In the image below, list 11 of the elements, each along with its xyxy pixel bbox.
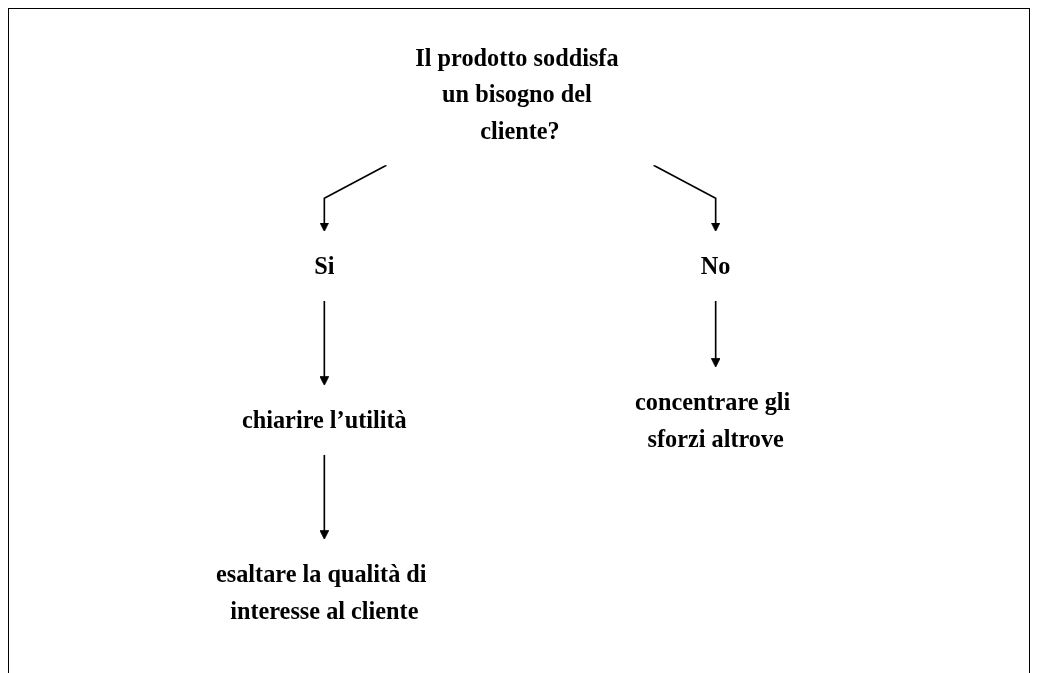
node-text: chiarire l’utilità [241,406,407,434]
arrow [652,164,721,232]
node-text: concentrare gli sforzi altrove [635,388,791,453]
arrow [319,454,330,540]
arrow [319,300,330,386]
arrow [710,300,721,368]
node-text: esaltare la qualità di interesse al cliente [215,560,427,625]
node-text: Si [314,252,335,280]
arrow [319,164,388,232]
node-text: No [700,252,731,280]
node-text: Il prodotto soddisfa un bisogno del cliente? [415,43,619,145]
